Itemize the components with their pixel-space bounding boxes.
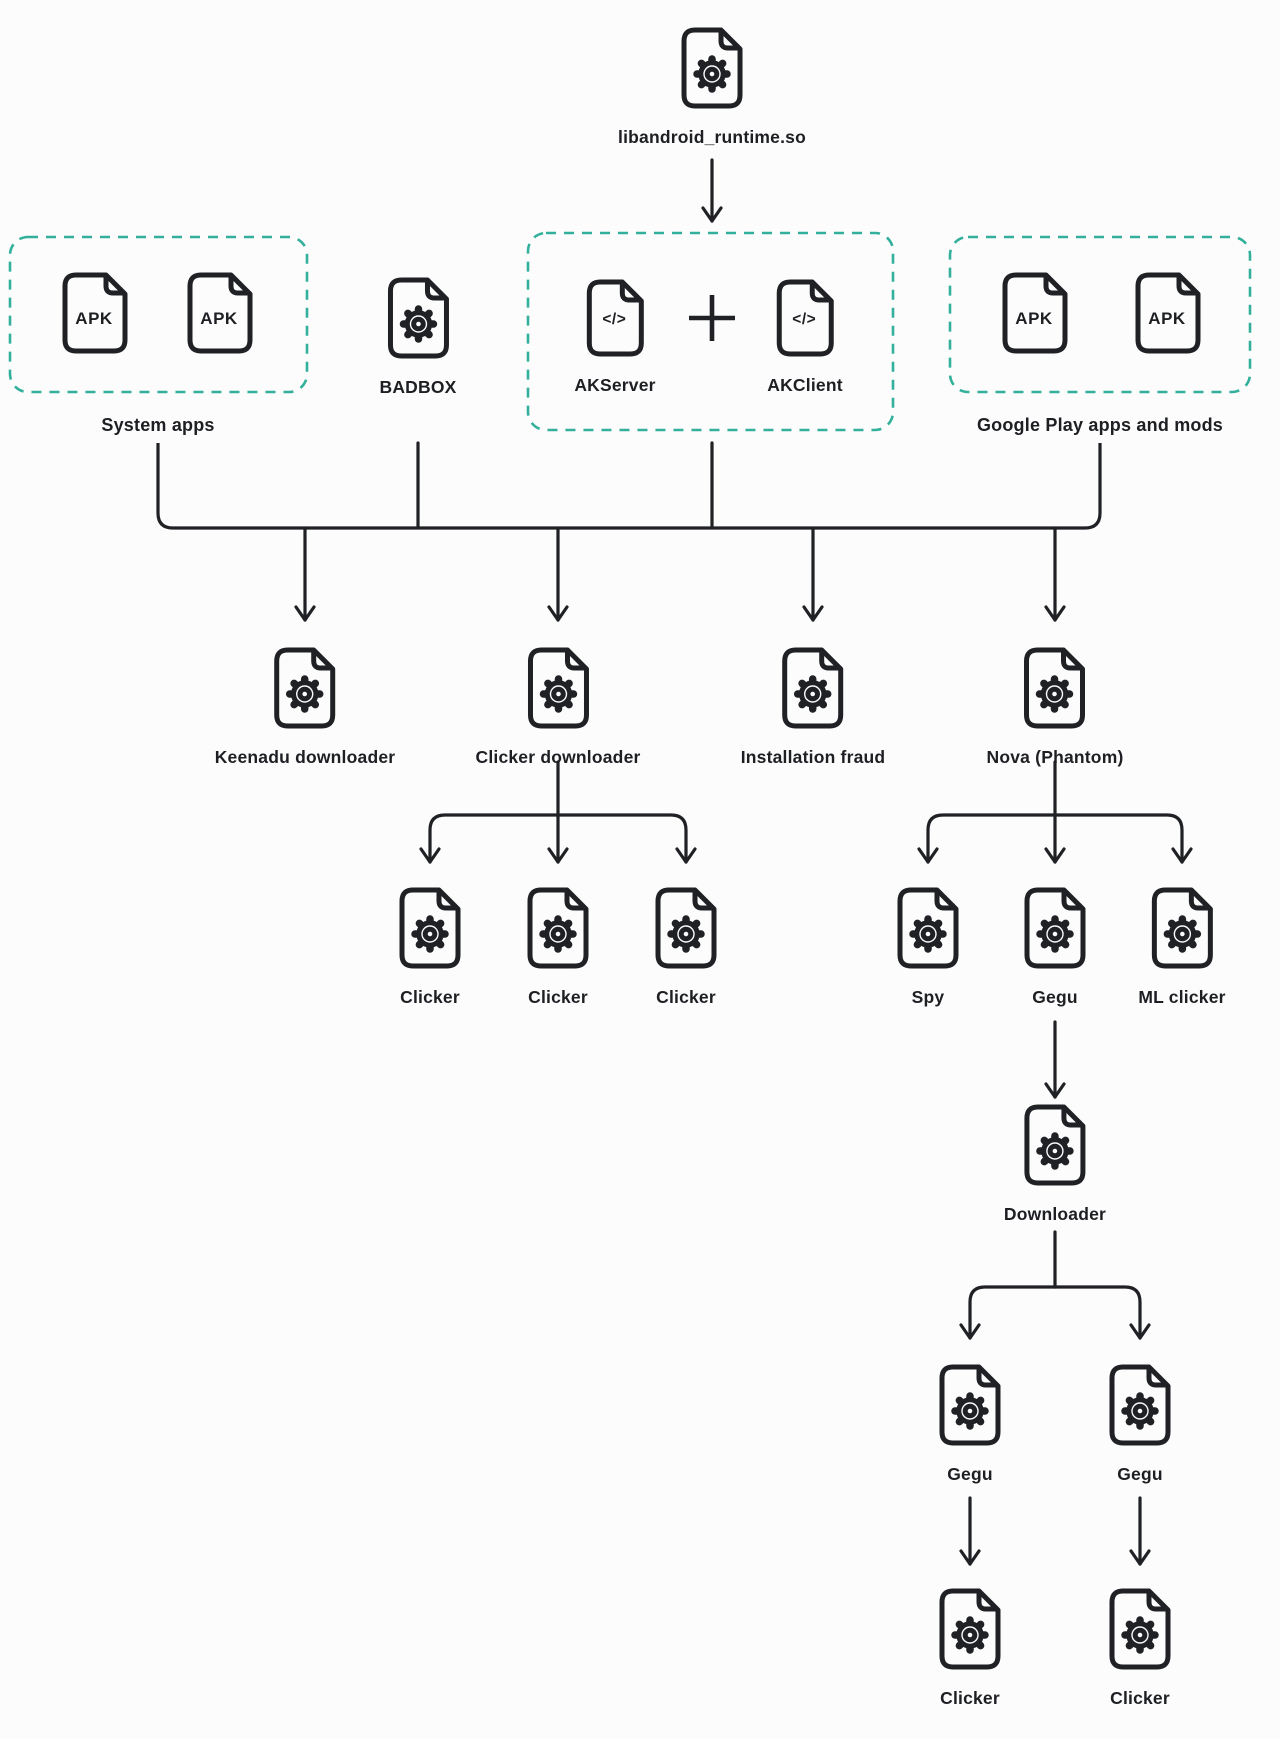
node-clicker-downloader: Clicker downloader bbox=[475, 646, 640, 768]
node-downloader: Downloader bbox=[1004, 1103, 1106, 1225]
apk-icon-text: APK bbox=[1148, 309, 1186, 328]
node-label-akclient: AKClient bbox=[767, 375, 843, 395]
node-installation-fraud: Installation fraud bbox=[741, 646, 886, 768]
gear-file-icon bbox=[782, 647, 844, 729]
edge-nova-to-ml-clicker bbox=[1053, 813, 1193, 864]
node-ml-clicker: ML clicker bbox=[1138, 886, 1225, 1008]
node-gegu-2: Gegu bbox=[937, 1363, 1003, 1485]
apk-file-icon: APK bbox=[62, 272, 128, 354]
node-label-gegu-1: Gegu bbox=[1032, 987, 1078, 1007]
node-akclient: </> AKClient bbox=[767, 278, 843, 396]
node-label-gegu-2: Gegu bbox=[947, 1464, 993, 1484]
code-file-icon: </> bbox=[776, 279, 834, 357]
node-badbox: BADBOX bbox=[379, 276, 456, 398]
apk-file-icon: APK bbox=[187, 272, 253, 354]
node-label-keenadu: Keenadu downloader bbox=[214, 747, 396, 767]
node-label-clicker-downloader: Clicker downloader bbox=[475, 747, 641, 767]
node-system-apk-2: APK bbox=[185, 271, 255, 355]
node-label-gegu-3: Gegu bbox=[1117, 1464, 1163, 1484]
node-label-clicker-3: Clicker bbox=[656, 987, 716, 1007]
gear-file-icon bbox=[1151, 887, 1213, 969]
node-clicker-4: Clicker bbox=[937, 1587, 1003, 1709]
node-label-badbox: BADBOX bbox=[379, 377, 457, 397]
node-akserver: </> AKServer bbox=[574, 278, 655, 396]
gear-file-icon bbox=[681, 27, 743, 109]
gear-file-icon bbox=[1024, 647, 1086, 729]
edge-clicker-downloader-to-clicker-3 bbox=[556, 813, 697, 864]
edge-collector-bus bbox=[156, 443, 1102, 530]
gear-file-icon bbox=[1109, 1588, 1171, 1670]
node-label-nova: Nova (Phantom) bbox=[986, 747, 1124, 767]
node-label-installation-fraud: Installation fraud bbox=[740, 747, 886, 767]
gear-file-icon bbox=[399, 887, 461, 969]
apk-icon-text: APK bbox=[200, 309, 238, 328]
gear-file-icon bbox=[274, 647, 336, 729]
node-plus bbox=[685, 291, 739, 345]
gear-file-icon bbox=[527, 887, 589, 969]
gear-file-icon bbox=[527, 647, 589, 729]
gear-file-icon bbox=[1024, 887, 1086, 969]
node-label-clicker-2: Clicker bbox=[528, 987, 588, 1007]
node-gegu-1: Gegu bbox=[1022, 886, 1088, 1008]
node-spy: Spy bbox=[895, 886, 961, 1008]
node-gegu-3: Gegu bbox=[1107, 1363, 1173, 1485]
node-libandroid: libandroid_runtime.so bbox=[618, 26, 806, 148]
gear-file-icon bbox=[655, 887, 717, 969]
node-system-apk-1: APK bbox=[60, 271, 130, 355]
apk-icon-text: APK bbox=[1015, 309, 1053, 328]
group-box-system-apps bbox=[8, 235, 309, 394]
apk-icon-text: APK bbox=[75, 309, 113, 328]
plus-icon bbox=[689, 295, 735, 341]
code-file-icon: </> bbox=[586, 279, 644, 357]
code-icon-text: </> bbox=[602, 311, 626, 328]
gear-file-icon bbox=[897, 887, 959, 969]
node-clicker-5: Clicker bbox=[1107, 1587, 1173, 1709]
node-clicker-2: Clicker bbox=[525, 886, 591, 1008]
group-box-google-play bbox=[948, 235, 1252, 394]
node-label-downloader: Downloader bbox=[1003, 1204, 1107, 1224]
node-nova: Nova (Phantom) bbox=[987, 646, 1124, 768]
edge-nova-to-spy bbox=[917, 813, 1057, 864]
gear-file-icon bbox=[939, 1364, 1001, 1446]
edge-downloader-to-gegu-2 bbox=[959, 1285, 1057, 1340]
group-label-google-play: Google Play apps and mods bbox=[976, 415, 1224, 435]
gear-file-icon bbox=[387, 277, 449, 359]
node-label-clicker-5: Clicker bbox=[1110, 1688, 1170, 1708]
apk-file-icon: APK bbox=[1002, 272, 1068, 354]
edge-clicker-downloader-to-clicker-1 bbox=[419, 813, 560, 864]
node-label-libandroid: libandroid_runtime.so bbox=[618, 127, 806, 147]
group-label-system-apps: System apps bbox=[101, 415, 215, 435]
apk-file-icon: APK bbox=[1135, 272, 1201, 354]
node-label-spy: Spy bbox=[911, 987, 945, 1007]
node-label-clicker-4: Clicker bbox=[940, 1688, 1000, 1708]
edge-downloader-to-gegu-3 bbox=[1053, 1285, 1151, 1340]
node-clicker-1: Clicker bbox=[397, 886, 463, 1008]
group-box-akserver-akclient bbox=[526, 231, 895, 432]
gear-file-icon bbox=[1109, 1364, 1171, 1446]
gear-file-icon bbox=[939, 1588, 1001, 1670]
code-icon-text: </> bbox=[792, 311, 816, 328]
node-label-akserver: AKServer bbox=[574, 375, 656, 395]
node-clicker-3: Clicker bbox=[653, 886, 719, 1008]
node-gplay-apk-2: APK bbox=[1133, 271, 1203, 355]
node-label-clicker-1: Clicker bbox=[400, 987, 460, 1007]
gear-file-icon bbox=[1024, 1104, 1086, 1186]
node-gplay-apk-1: APK bbox=[1000, 271, 1070, 355]
node-label-ml-clicker: ML clicker bbox=[1138, 987, 1226, 1007]
node-keenadu: Keenadu downloader bbox=[215, 646, 396, 768]
